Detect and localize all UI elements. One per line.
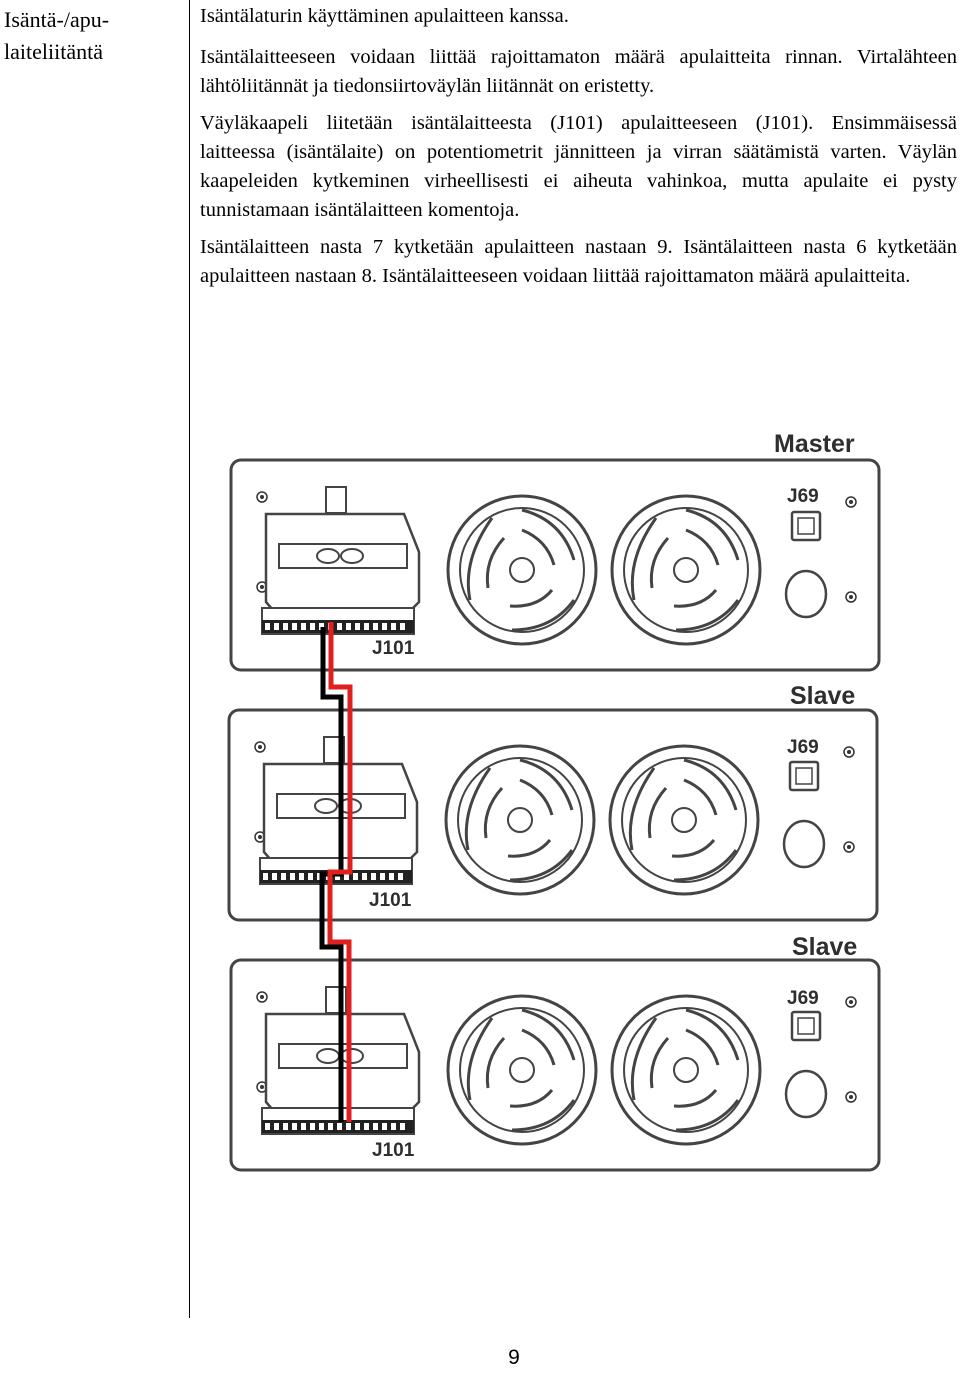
paragraph-3: Isäntälaitteen nasta 7 kytketään apulait… xyxy=(200,236,957,287)
unit-role-label: Master xyxy=(774,430,855,458)
bus-connector-label: J101 xyxy=(369,890,412,911)
bus-connector-label: J101 xyxy=(372,1140,415,1161)
unit-role-label: Slave xyxy=(792,933,857,961)
slave-unit-2: Slave J69 J101 xyxy=(231,933,879,1170)
bus-connector-label: J101 xyxy=(372,638,415,659)
main-content: Isäntälaturin käyttäminen apulaitteen ka… xyxy=(200,2,957,299)
red-wire xyxy=(327,622,353,1122)
section-heading: Isäntälaturin käyttäminen apulaitteen ka… xyxy=(200,5,569,27)
slave-unit-1: Slave J69 J101 xyxy=(229,682,877,920)
paragraph-2: Väyläkaapeli liitetään isäntälaitteesta … xyxy=(200,112,957,221)
port-label: J69 xyxy=(787,737,819,758)
port-label: J69 xyxy=(787,486,819,507)
sidebar-title: Isäntä-/apu-laiteliitäntä xyxy=(4,7,110,64)
paragraph-1: Isäntälaitteeseen voidaan liittää rajoit… xyxy=(200,46,957,97)
bus-cables xyxy=(319,622,353,1122)
wiring-diagram: Master J69 J101 Slave J69 J101 Slave J69… xyxy=(224,430,894,1182)
master-unit: Master J69 J101 xyxy=(231,430,879,670)
page-number: 9 xyxy=(508,1346,520,1369)
unit-role-label: Slave xyxy=(790,682,855,710)
port-label: J69 xyxy=(787,988,819,1009)
vertical-divider xyxy=(189,0,190,1318)
